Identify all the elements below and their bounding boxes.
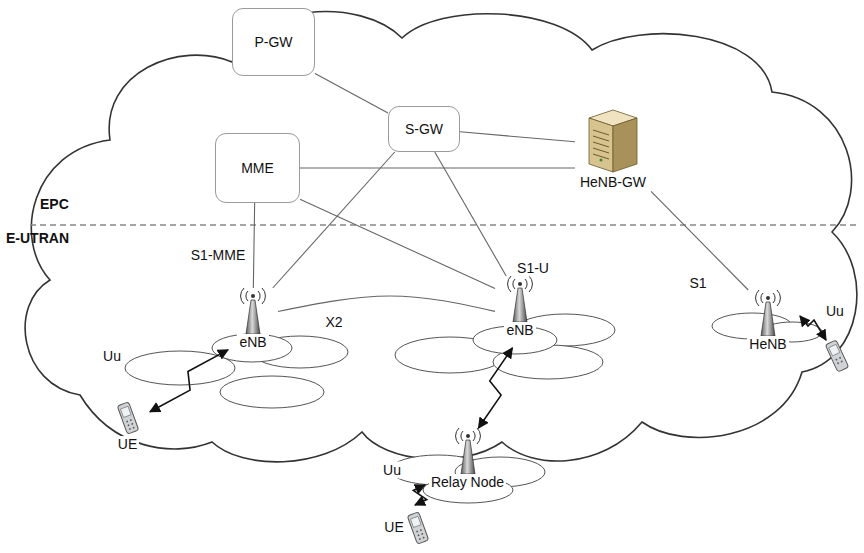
interface-link bbox=[300, 199, 495, 288]
node-label: P-GW bbox=[254, 34, 292, 51]
handset-icon bbox=[116, 400, 140, 436]
base-station: eNB bbox=[495, 276, 545, 348]
user-equipment: UE bbox=[105, 400, 150, 465]
domain-label: EPC bbox=[40, 196, 69, 213]
entity-box: MME bbox=[215, 133, 300, 203]
network-cloud bbox=[25, 12, 857, 462]
gateway-box: S-GW bbox=[388, 106, 460, 152]
radio-link bbox=[413, 485, 426, 505]
handset-icon bbox=[406, 510, 430, 546]
interface-label: S1-MME bbox=[189, 247, 247, 264]
node-label: HeNB-GW bbox=[578, 174, 648, 191]
domain-divider bbox=[30, 224, 858, 225]
interface-link bbox=[435, 152, 506, 276]
node-label: S-GW bbox=[405, 121, 443, 138]
server-node: HeNB-GW bbox=[575, 108, 651, 208]
node-label: HeNB bbox=[747, 336, 788, 353]
interface-label: Uu bbox=[381, 462, 403, 479]
cell-coverage bbox=[125, 313, 822, 503]
radio-link bbox=[150, 350, 228, 412]
node-label: UE bbox=[382, 519, 405, 536]
antenna-icon bbox=[238, 288, 268, 334]
node-label: Relay Node bbox=[429, 474, 506, 491]
relay-node: Relay Node bbox=[425, 428, 510, 508]
node-label: eNB bbox=[504, 322, 535, 339]
base-station: eNB bbox=[228, 288, 278, 360]
interface-label: Uu bbox=[826, 303, 844, 320]
antenna-icon bbox=[505, 276, 535, 322]
interface-link bbox=[315, 74, 388, 114]
interface-link bbox=[253, 203, 254, 288]
interface-label: X2 bbox=[323, 314, 344, 331]
server-icon bbox=[583, 108, 643, 174]
interface-label: S1-U bbox=[515, 260, 551, 277]
handset-icon bbox=[825, 340, 849, 372]
interface-label: Uu bbox=[101, 348, 123, 365]
interface-link bbox=[300, 167, 575, 168]
interface-link bbox=[278, 296, 495, 312]
interface-label: S1 bbox=[687, 275, 708, 292]
node-label: MME bbox=[241, 160, 274, 177]
node-label: eNB bbox=[237, 334, 268, 351]
user-equipment: UE bbox=[372, 505, 440, 550]
node-label: UE bbox=[116, 436, 139, 453]
gateway-box: P-GW bbox=[232, 8, 315, 76]
radio-link bbox=[800, 316, 826, 340]
antenna-icon bbox=[753, 290, 783, 336]
interface-link bbox=[460, 132, 575, 142]
domain-label: E-UTRAN bbox=[6, 230, 69, 247]
antenna-icon bbox=[453, 428, 483, 474]
radio-link bbox=[478, 348, 512, 428]
base-station: HeNB bbox=[738, 290, 798, 360]
